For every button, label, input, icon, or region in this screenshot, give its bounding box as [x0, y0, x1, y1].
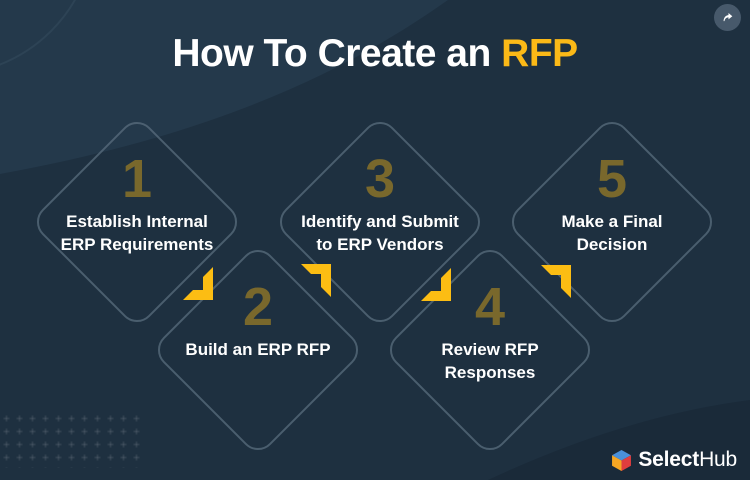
step-number: 3 [364, 149, 396, 209]
step-label-line: Responses [444, 362, 536, 382]
corner-arrow-icon [301, 264, 331, 297]
corner-arrow-icon [541, 265, 571, 298]
selecthub-logo[interactable]: SelectHub [612, 448, 737, 472]
step-number: 4 [474, 277, 506, 337]
step-label: Build an ERP RFP [185, 339, 330, 362]
step-label-line: Identify and Submit [301, 212, 459, 231]
step-label-line: Establish Internal [66, 212, 208, 231]
step-5: 5 Make a Final Decision [507, 152, 717, 257]
step-3: 3 Identify and Submit to ERP Vendors [275, 152, 485, 257]
corner-arrow-icon [183, 267, 213, 300]
share-arrow-icon [723, 13, 733, 22]
selecthub-cube-icon [612, 449, 632, 471]
step-label-line: Make a Final [561, 212, 663, 231]
plus-grid-pattern [0, 412, 140, 468]
brand-name-regular: Hub [699, 448, 737, 471]
step-1: 1 Establish Internal ERP Requirements [32, 152, 242, 257]
page-title-highlight: RFP [501, 32, 578, 75]
step-label-line: Decision [576, 234, 648, 254]
step-2: 2 Build an ERP RFP [153, 280, 363, 362]
corner-arrow-icon [421, 268, 451, 301]
step-label: Make a Final Decision [561, 211, 662, 257]
step-label-line: Review RFP [441, 340, 539, 359]
page-title: How To Create an RFP [0, 32, 750, 76]
step-label-line: to ERP Vendors [316, 234, 444, 254]
step-4: 4 Review RFP Responses [385, 280, 595, 385]
step-number: 2 [242, 277, 274, 337]
step-number: 1 [121, 149, 153, 209]
step-label: Establish Internal ERP Requirements [61, 211, 214, 257]
page-title-text: How To Create an [172, 32, 502, 75]
step-label: Review RFP Responses [441, 339, 538, 385]
step-label-line: Build an ERP RFP [185, 340, 331, 359]
step-number: 5 [596, 149, 628, 209]
step-label: Identify and Submit to ERP Vendors [301, 211, 459, 257]
brand-name-bold: Select [638, 448, 700, 471]
share-button[interactable] [714, 4, 741, 31]
brand-text: SelectHub [638, 448, 737, 472]
step-label-line: ERP Requirements [60, 234, 214, 254]
